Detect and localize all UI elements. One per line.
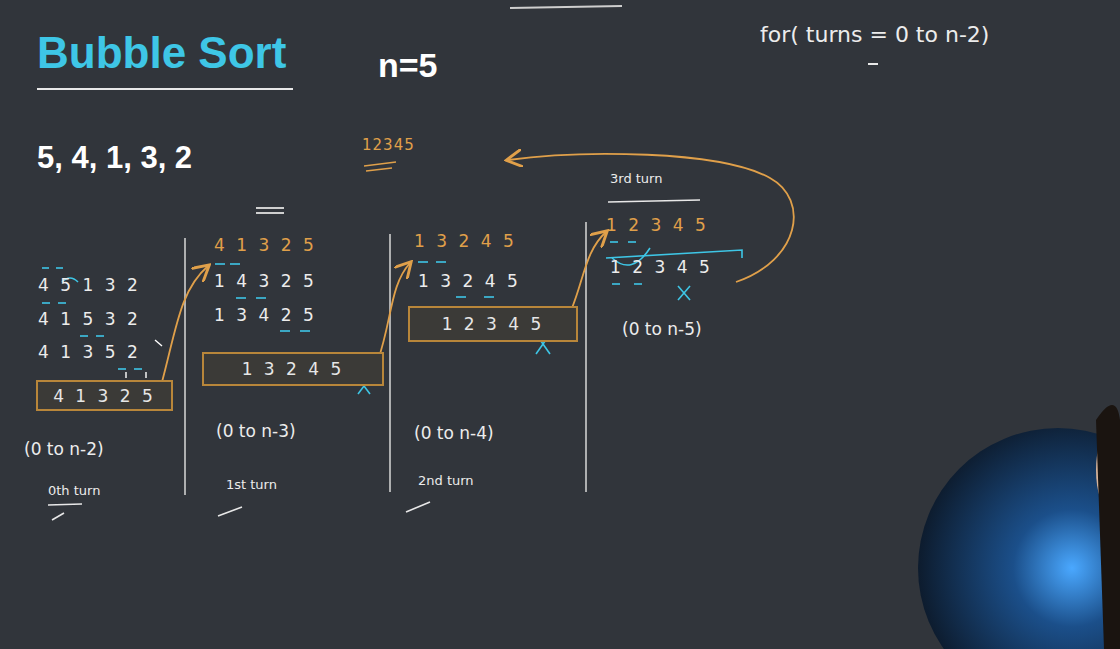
range-note: (0 to n-3) — [216, 422, 296, 442]
turn-start-row: 1 3 2 4 5 — [414, 232, 517, 252]
title-underline — [37, 88, 293, 90]
sorted-result: 12345 — [362, 137, 415, 154]
pass-row: 4 1 5 3 2 — [38, 310, 141, 330]
loop-note: for( turns = 0 to n-2) — [760, 22, 989, 47]
turn-label: 0th turn — [48, 484, 100, 499]
pass-result-box: 1 2 3 4 5 — [408, 306, 578, 342]
slide-title: Bubble Sort — [37, 28, 286, 78]
pass-result-box: 4 1 3 2 5 — [36, 380, 173, 411]
turn-start-row: 1 2 3 4 5 — [606, 216, 709, 236]
pass-row: 1 3 4 2 5 — [214, 306, 317, 326]
input-array: 5, 4, 1, 3, 2 — [37, 140, 192, 176]
pass-row: 1 2 3 4 5 — [442, 314, 545, 334]
pass-row: 1 2 3 4 5 — [610, 258, 713, 278]
turn-label: 1st turn — [226, 478, 277, 493]
comparison-marks — [42, 242, 742, 394]
flow-arrows — [162, 154, 794, 382]
pass-row: 1 4 3 2 5 — [214, 272, 317, 292]
column-dividers — [185, 222, 586, 495]
webcam-circle — [918, 428, 1120, 649]
pass-row: 4 1 3 5 2 — [38, 343, 141, 363]
turn-label: 2nd turn — [418, 474, 474, 489]
turn-start-row: 4 1 3 2 5 — [214, 236, 317, 256]
pass-row: 1 3 2 4 5 — [242, 359, 345, 379]
pass-row: 4 1 3 2 5 — [53, 386, 156, 406]
pass-row: 4 5 1 3 2 — [38, 276, 141, 296]
pass-row: 1 3 2 4 5 — [418, 272, 521, 292]
variable-note: n=5 — [378, 46, 438, 85]
range-note: (0 to n-5) — [622, 320, 702, 340]
range-note: (0 to n-4) — [414, 424, 494, 444]
range-note: (0 to n-2) — [24, 440, 104, 460]
pass-result-box: 1 3 2 4 5 — [202, 352, 384, 386]
turn-label: 3rd turn — [610, 172, 662, 187]
